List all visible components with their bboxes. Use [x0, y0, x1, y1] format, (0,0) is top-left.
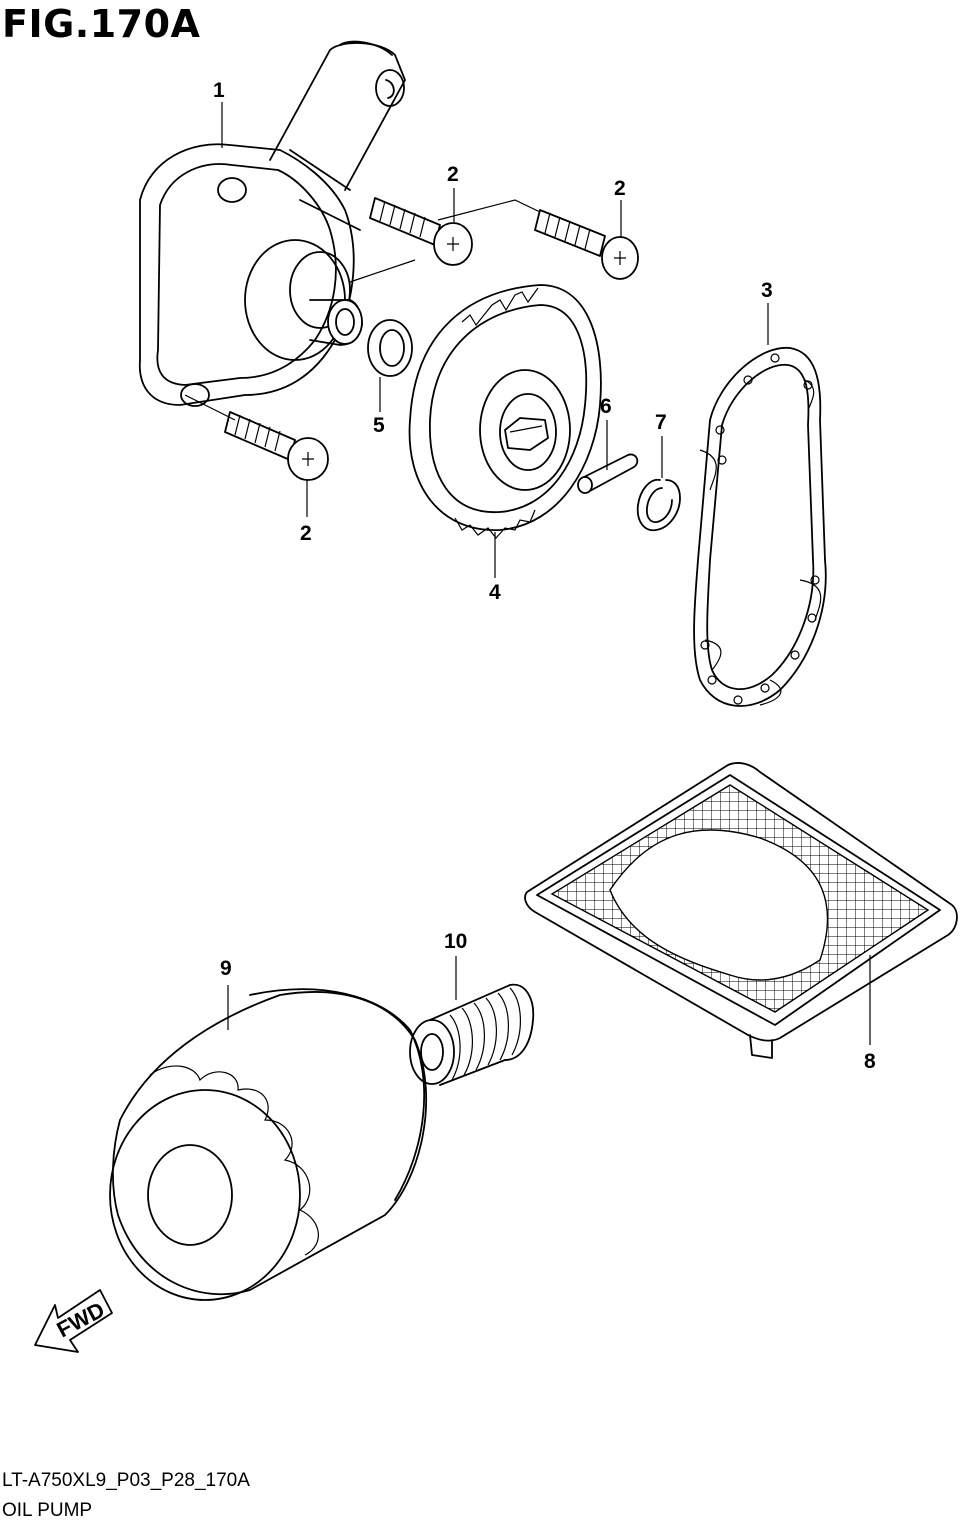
oil-pump-driven-gear: [408, 284, 602, 578]
forward-direction-arrow: FWD: [34, 1289, 113, 1353]
oil-pump-body: [138, 40, 406, 407]
washer: [367, 319, 413, 412]
bolt-alignment-lines: [184, 199, 541, 421]
bolt-upper-right: [534, 200, 639, 280]
callout-2-upper-left: 2: [447, 163, 459, 186]
callout-2-upper-right: 2: [614, 177, 626, 200]
circlip: [636, 436, 681, 532]
callout-1: 1: [213, 79, 225, 102]
callout-4: 4: [489, 581, 501, 604]
callout-2-lower: 2: [300, 522, 312, 545]
figure-title: FIG.170A: [2, 2, 201, 46]
callout-5: 5: [373, 414, 385, 437]
callout-6: 6: [600, 395, 612, 418]
figure-name: OIL PUMP: [2, 1500, 93, 1521]
bolt-lower: [224, 411, 329, 517]
figure-code: LT-A750XL9_P03_P28_170A: [2, 1470, 250, 1491]
callout-10: 10: [444, 930, 467, 953]
callout-3: 3: [761, 279, 773, 302]
bolt-upper-left: [369, 188, 473, 266]
callout-7: 7: [655, 411, 667, 434]
oil-pump-drive-chain: [693, 303, 827, 707]
oil-filter-union: [409, 956, 535, 1086]
pin: [577, 420, 639, 494]
oil-strainer: [524, 762, 958, 1059]
oil-filter: [109, 985, 428, 1301]
callout-8: 8: [864, 1050, 876, 1073]
callout-9: 9: [220, 957, 232, 980]
